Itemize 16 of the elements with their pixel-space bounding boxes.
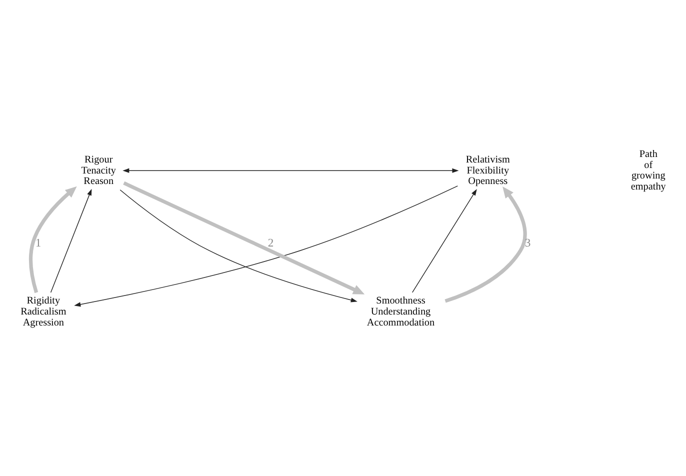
node-text: Relativism Flexibility Openness xyxy=(466,154,510,187)
arrow xyxy=(412,188,477,292)
node-text: Rigour Tenacity Reason xyxy=(81,154,116,187)
edge-label: 2 xyxy=(268,236,274,250)
arrow xyxy=(74,185,458,306)
arrow xyxy=(444,186,527,302)
arrow xyxy=(29,186,77,293)
edge-label: 1 xyxy=(35,236,42,250)
edge-label: 3 xyxy=(524,236,531,250)
label: Path of growing empathy xyxy=(630,148,666,192)
arrow xyxy=(123,180,365,294)
arrow xyxy=(50,188,92,292)
node-text: Rigidity Radicalism Agression xyxy=(20,295,66,328)
arrow xyxy=(120,189,358,302)
node-text: Smoothness Understanding Accommodation xyxy=(366,295,435,328)
arrow xyxy=(122,168,459,172)
